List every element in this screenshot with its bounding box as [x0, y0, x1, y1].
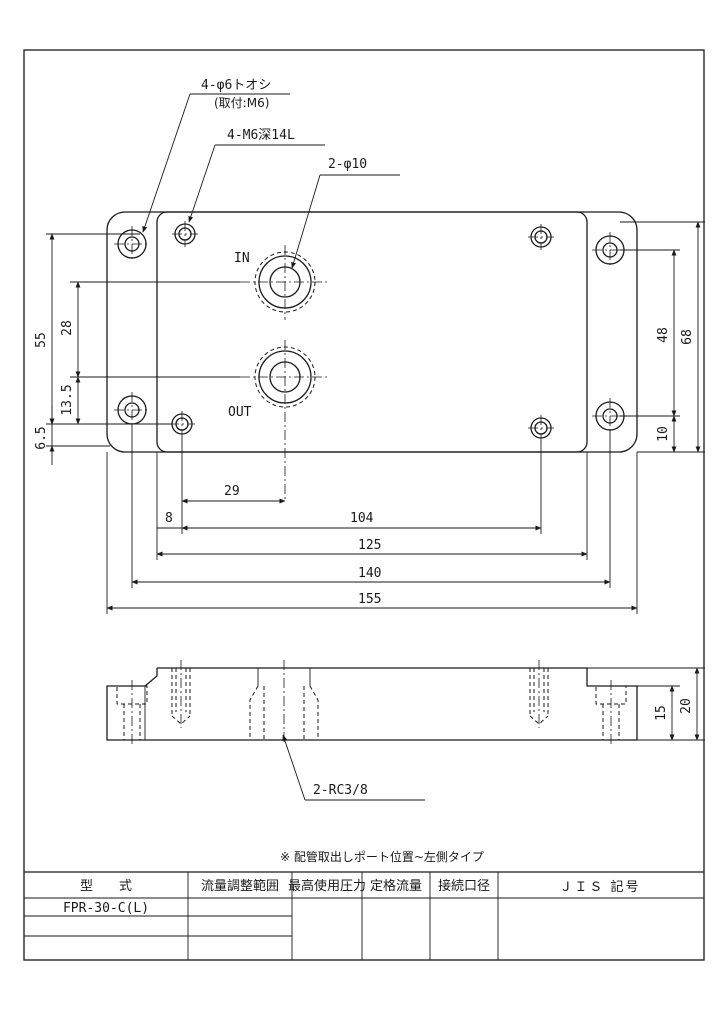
- in-port-label: IN: [234, 251, 250, 266]
- through-hole-top-left: [114, 226, 150, 262]
- side-tapped-hole-right: [529, 660, 549, 728]
- dim-29: 29: [224, 484, 240, 499]
- out-port-label: OUT: [228, 405, 252, 420]
- tapped-holes-callout: 4-M6深14L: [227, 128, 295, 143]
- side-through-hole-left: [116, 680, 148, 745]
- dim-125: 125: [358, 538, 381, 553]
- dim-15: 15: [654, 705, 669, 721]
- side-tapped-hole-left: [171, 660, 191, 728]
- dim-68: 68: [680, 329, 695, 345]
- dim-48: 48: [656, 327, 671, 343]
- tapped-hole-bottom-left: [169, 411, 195, 437]
- header-rated-flow: 定格流量: [370, 878, 422, 894]
- dim-8: 8: [165, 511, 173, 526]
- bottom-dimensions: 29 8 104 125 140 155: [106, 424, 638, 614]
- dim-20: 20: [679, 698, 694, 714]
- inner-block-outline: [156, 211, 588, 453]
- through-holes-callout: 4-φ6トオシ: [201, 78, 271, 93]
- in-port: [240, 245, 330, 320]
- side-view: 15 20: [106, 660, 705, 745]
- spec-table: 型 式 流量調整範囲 最高使用圧力 定格流量 接続口径 ＪＩＳ 記号 FPR-3…: [24, 871, 704, 960]
- callouts: 4-φ6トオシ (取付:M6) 4-M6深14L 2-φ10 2-RC3/8: [142, 78, 425, 801]
- left-dimensions: 55 28 13.5 6.5: [34, 233, 240, 465]
- base-plate-outline: [106, 211, 638, 453]
- model-value: FPR-30-C(L): [63, 901, 149, 916]
- side-port: [249, 660, 319, 745]
- side-through-hole-right: [595, 680, 627, 745]
- right-dimensions: 48 10 68: [620, 221, 705, 453]
- through-hole-bottom-left: [114, 392, 150, 428]
- header-jis-symbol: ＪＩＳ 記号: [559, 879, 640, 895]
- header-flow-range: 流量調整範囲: [201, 879, 279, 894]
- header-model: 型 式: [80, 879, 132, 894]
- dim-55: 55: [34, 332, 49, 348]
- tapped-hole-top-right: [528, 224, 554, 250]
- dim-140: 140: [358, 566, 381, 581]
- dim-6-5: 6.5: [34, 426, 49, 449]
- dim-13-5: 13.5: [60, 384, 75, 415]
- tapped-hole-top-left: [172, 221, 198, 247]
- port-position-note: ※ 配管取出しポート位置~左側タイプ: [280, 849, 484, 864]
- tapped-hole-bottom-right: [528, 415, 554, 441]
- dim-10: 10: [656, 426, 671, 442]
- out-port: [240, 340, 330, 500]
- through-holes-mount-note: (取付:M6): [214, 96, 269, 110]
- dim-104: 104: [350, 511, 374, 526]
- header-max-pressure: 最高使用圧力: [288, 878, 366, 894]
- dim-155: 155: [358, 592, 381, 607]
- dim-28: 28: [60, 320, 75, 336]
- ports-callout: 2-φ10: [328, 157, 367, 172]
- drawing-frame: [23, 49, 705, 961]
- port-thread-callout: 2-RC3/8: [313, 783, 368, 798]
- header-port-size: 接続口径: [438, 878, 490, 894]
- side-view-outline: [106, 667, 638, 741]
- top-view: IN OUT: [106, 211, 638, 500]
